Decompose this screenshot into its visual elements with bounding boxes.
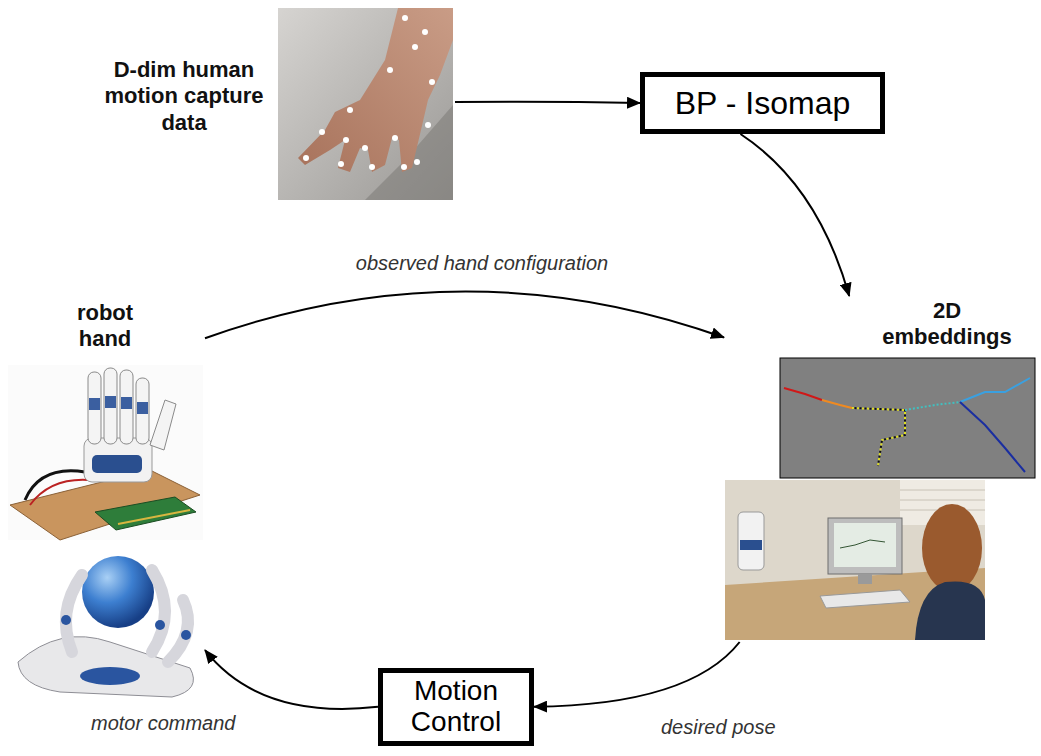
edge-label: motor command: [88, 712, 239, 734]
sweater: [915, 581, 985, 640]
marker-dots: [303, 15, 435, 170]
robot-finger: [66, 575, 82, 652]
edge-label-slot: desired pose: [658, 716, 779, 739]
robot-thumb: [150, 400, 176, 450]
monitor: [828, 518, 902, 574]
flow-arrow: [740, 134, 849, 296]
robot-finger: [104, 368, 117, 444]
marker-dot: [362, 145, 368, 151]
robot-finger: [120, 370, 133, 444]
blue-ball: [82, 556, 154, 628]
finger-joint: [89, 398, 100, 410]
robot-finger: [136, 378, 149, 444]
trajectory: [960, 378, 1030, 402]
edge-label: desired pose: [658, 716, 779, 738]
finger-joint: [181, 630, 191, 640]
marker-dot: [319, 129, 325, 135]
edge-label-slot: observed hand configuration: [353, 252, 611, 275]
photo-group: D-dim human motion capture data: [100, 5, 455, 203]
marker-dot: [343, 137, 349, 143]
finger-joint: [137, 402, 148, 414]
hair: [922, 504, 982, 592]
text-slot: robot hand: [67, 300, 143, 353]
marker-dot: [338, 161, 344, 167]
robot-palm: [84, 438, 152, 482]
heading-label: D-dim human motion capture data: [100, 57, 268, 136]
photo-ground: [725, 480, 985, 640]
circuit-board: [95, 497, 196, 530]
process-box: Motion Control: [378, 668, 534, 746]
marker-dot: [303, 155, 309, 161]
finger-joint: [61, 615, 71, 625]
marker-dot: [412, 44, 418, 50]
board-contacts: [118, 510, 190, 524]
blind-slat: [900, 500, 985, 501]
trajectory: [852, 408, 905, 466]
box-label: Motion Control: [391, 676, 521, 738]
trajectory: [905, 402, 960, 410]
marker-dot: [401, 164, 407, 170]
robot-grasp-photo: [18, 556, 193, 697]
flow-arrow: [205, 650, 378, 709]
robot-finger: [152, 570, 165, 652]
human-hand: [298, 8, 453, 172]
photo-group: robot hand: [5, 298, 205, 700]
finger-joint: [105, 396, 116, 408]
photo-ground: [8, 365, 203, 540]
marker-dot: [387, 67, 393, 73]
flow-arrow: [205, 291, 724, 338]
edge-label: observed hand configuration: [353, 252, 611, 274]
marker-dot: [347, 107, 353, 113]
text-slot: D-dim human motion capture data: [100, 57, 268, 136]
photo-ground: [278, 8, 453, 200]
mocap-hand-photo: [278, 8, 453, 200]
operator-photo: [725, 480, 985, 640]
plot-ground: [780, 358, 1035, 478]
marker-dot: [425, 122, 431, 128]
robot-finger: [88, 372, 101, 444]
box-label: BP - Isomap: [659, 83, 866, 123]
marker-dot: [422, 29, 428, 35]
embedding-plot: [780, 358, 1035, 478]
cable: [30, 480, 88, 505]
keyboard: [820, 590, 910, 608]
monitor-screen: [834, 523, 896, 567]
flow-arrow: [455, 102, 640, 103]
small-robot-band: [740, 540, 762, 550]
palm-band: [80, 667, 140, 685]
finger-joint: [121, 397, 132, 409]
trajectory: [852, 408, 905, 466]
blind-slat: [900, 490, 985, 491]
heading-label: robot hand: [67, 300, 143, 353]
trajectory: [822, 400, 852, 408]
marker-dot: [369, 164, 375, 170]
edge-label-slot: motor command: [88, 712, 239, 735]
marker-dot: [392, 135, 398, 141]
marker-dot: [402, 15, 408, 21]
trajectory: [784, 388, 822, 400]
process-box: BP - Isomap: [640, 72, 885, 134]
marker-dot: [429, 79, 435, 85]
small-robot-hand: [738, 512, 764, 570]
photo-group: 2D embeddings: [724, 296, 1037, 642]
text-slot: 2D embeddings: [877, 298, 1017, 351]
finger-joint: [155, 620, 165, 630]
screen-plot: [840, 540, 885, 548]
robot-palm-band: [92, 455, 142, 473]
robot-hand-photo: [8, 365, 203, 540]
monitor-stand: [858, 574, 872, 584]
flow-arrow: [534, 642, 740, 707]
marker-dot: [414, 159, 420, 165]
heading-label: 2D embeddings: [877, 298, 1017, 351]
trajectory: [960, 402, 1025, 472]
